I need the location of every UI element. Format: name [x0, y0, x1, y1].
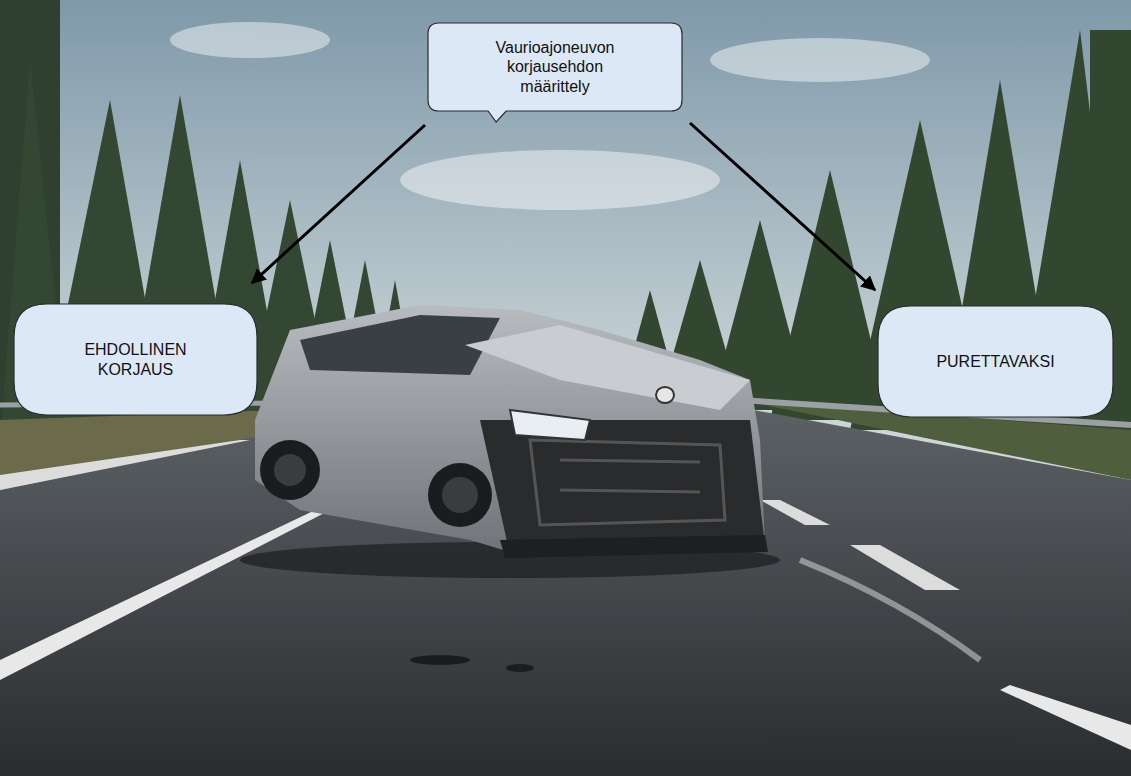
box-outline-path — [14, 304, 257, 415]
box-outline-path — [878, 306, 1113, 417]
speech-bubble: Vaurioajoneuvon korjausehdon määrittely — [427, 22, 683, 112]
box-label: Vaurioajoneuvon korjausehdon määrittely — [480, 38, 630, 96]
arrow-connector — [252, 125, 425, 283]
arrow-connector — [690, 123, 875, 290]
box-outline — [13, 303, 258, 416]
box-outline-path — [428, 23, 682, 122]
box-label: PURETTAVAKSI — [906, 352, 1086, 371]
box-label: EHDOLLINEN KORJAUS — [71, 340, 201, 378]
outcome-box: PURETTAVAKSI — [877, 305, 1114, 418]
outcome-box: EHDOLLINEN KORJAUS — [13, 303, 258, 416]
